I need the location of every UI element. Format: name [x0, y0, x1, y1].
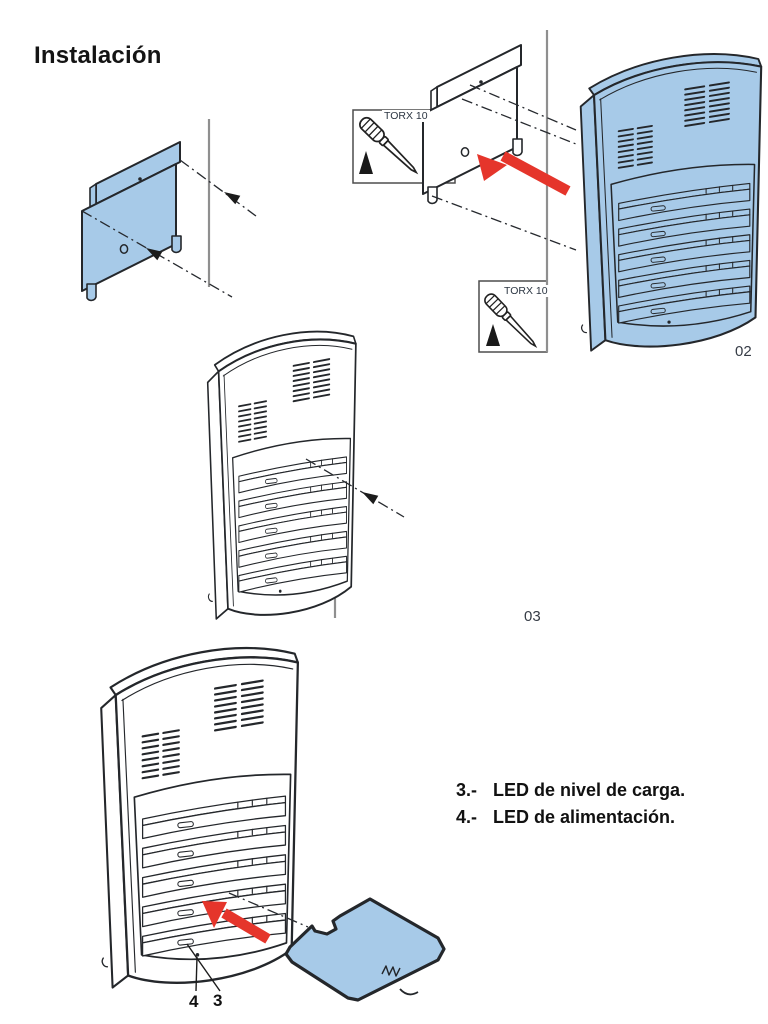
- battery-pack: [284, 897, 446, 1002]
- insert-arrow-red: [477, 151, 571, 196]
- figure-number-02: 02: [735, 343, 752, 360]
- legend-item-number: 3.-: [456, 780, 478, 800]
- figure-step1-bracket: [81, 119, 257, 302]
- led-legend: 3.- LED de nivel de carga. 4.- LED de al…: [456, 777, 685, 831]
- page-title: Instalación: [34, 42, 162, 69]
- alignment-dashline: [431, 195, 577, 251]
- direction-arrowhead: [362, 492, 379, 505]
- direction-arrowhead: [224, 192, 241, 205]
- alignment-dashline: [469, 84, 577, 131]
- torx-label: TORX 10: [382, 110, 430, 122]
- charger-device-blue: [579, 53, 763, 352]
- callout-number-3: 3: [213, 991, 223, 1010]
- wall-bracket-blue: [81, 141, 182, 302]
- torx-triangle-icon: [486, 324, 500, 346]
- legend-item-text: LED de alimentación.: [493, 807, 676, 827]
- legend-item: 4.- LED de alimentación.: [456, 804, 685, 831]
- legend-item-number: 4.-: [456, 807, 478, 827]
- wall-bracket-white: [422, 44, 523, 205]
- charger-device-outline: [206, 330, 357, 620]
- callout-line-3: [186, 943, 221, 992]
- figure-step3-device: [206, 330, 405, 620]
- legend-item: 3.- LED de nivel de carga.: [456, 777, 685, 804]
- direction-arrowhead: [146, 248, 163, 261]
- alignment-dashline: [305, 458, 405, 518]
- alignment-dashline: [179, 159, 257, 217]
- battery-tab: [399, 988, 419, 996]
- callout-number-4: 4: [189, 992, 199, 1011]
- figure-step4-battery-insert: [100, 646, 446, 1002]
- callout-line-4: [195, 956, 198, 992]
- alignment-dashline: [228, 892, 309, 928]
- torx-triangle-icon: [359, 151, 373, 174]
- figure-step2-mounting: [352, 30, 763, 353]
- insert-arrow-red: [202, 901, 271, 944]
- figure-number-03: 03: [524, 608, 541, 625]
- battery-contacts: [381, 965, 401, 977]
- legend-item-text: LED de nivel de carga.: [493, 780, 686, 800]
- torx-label: TORX 10: [502, 285, 550, 297]
